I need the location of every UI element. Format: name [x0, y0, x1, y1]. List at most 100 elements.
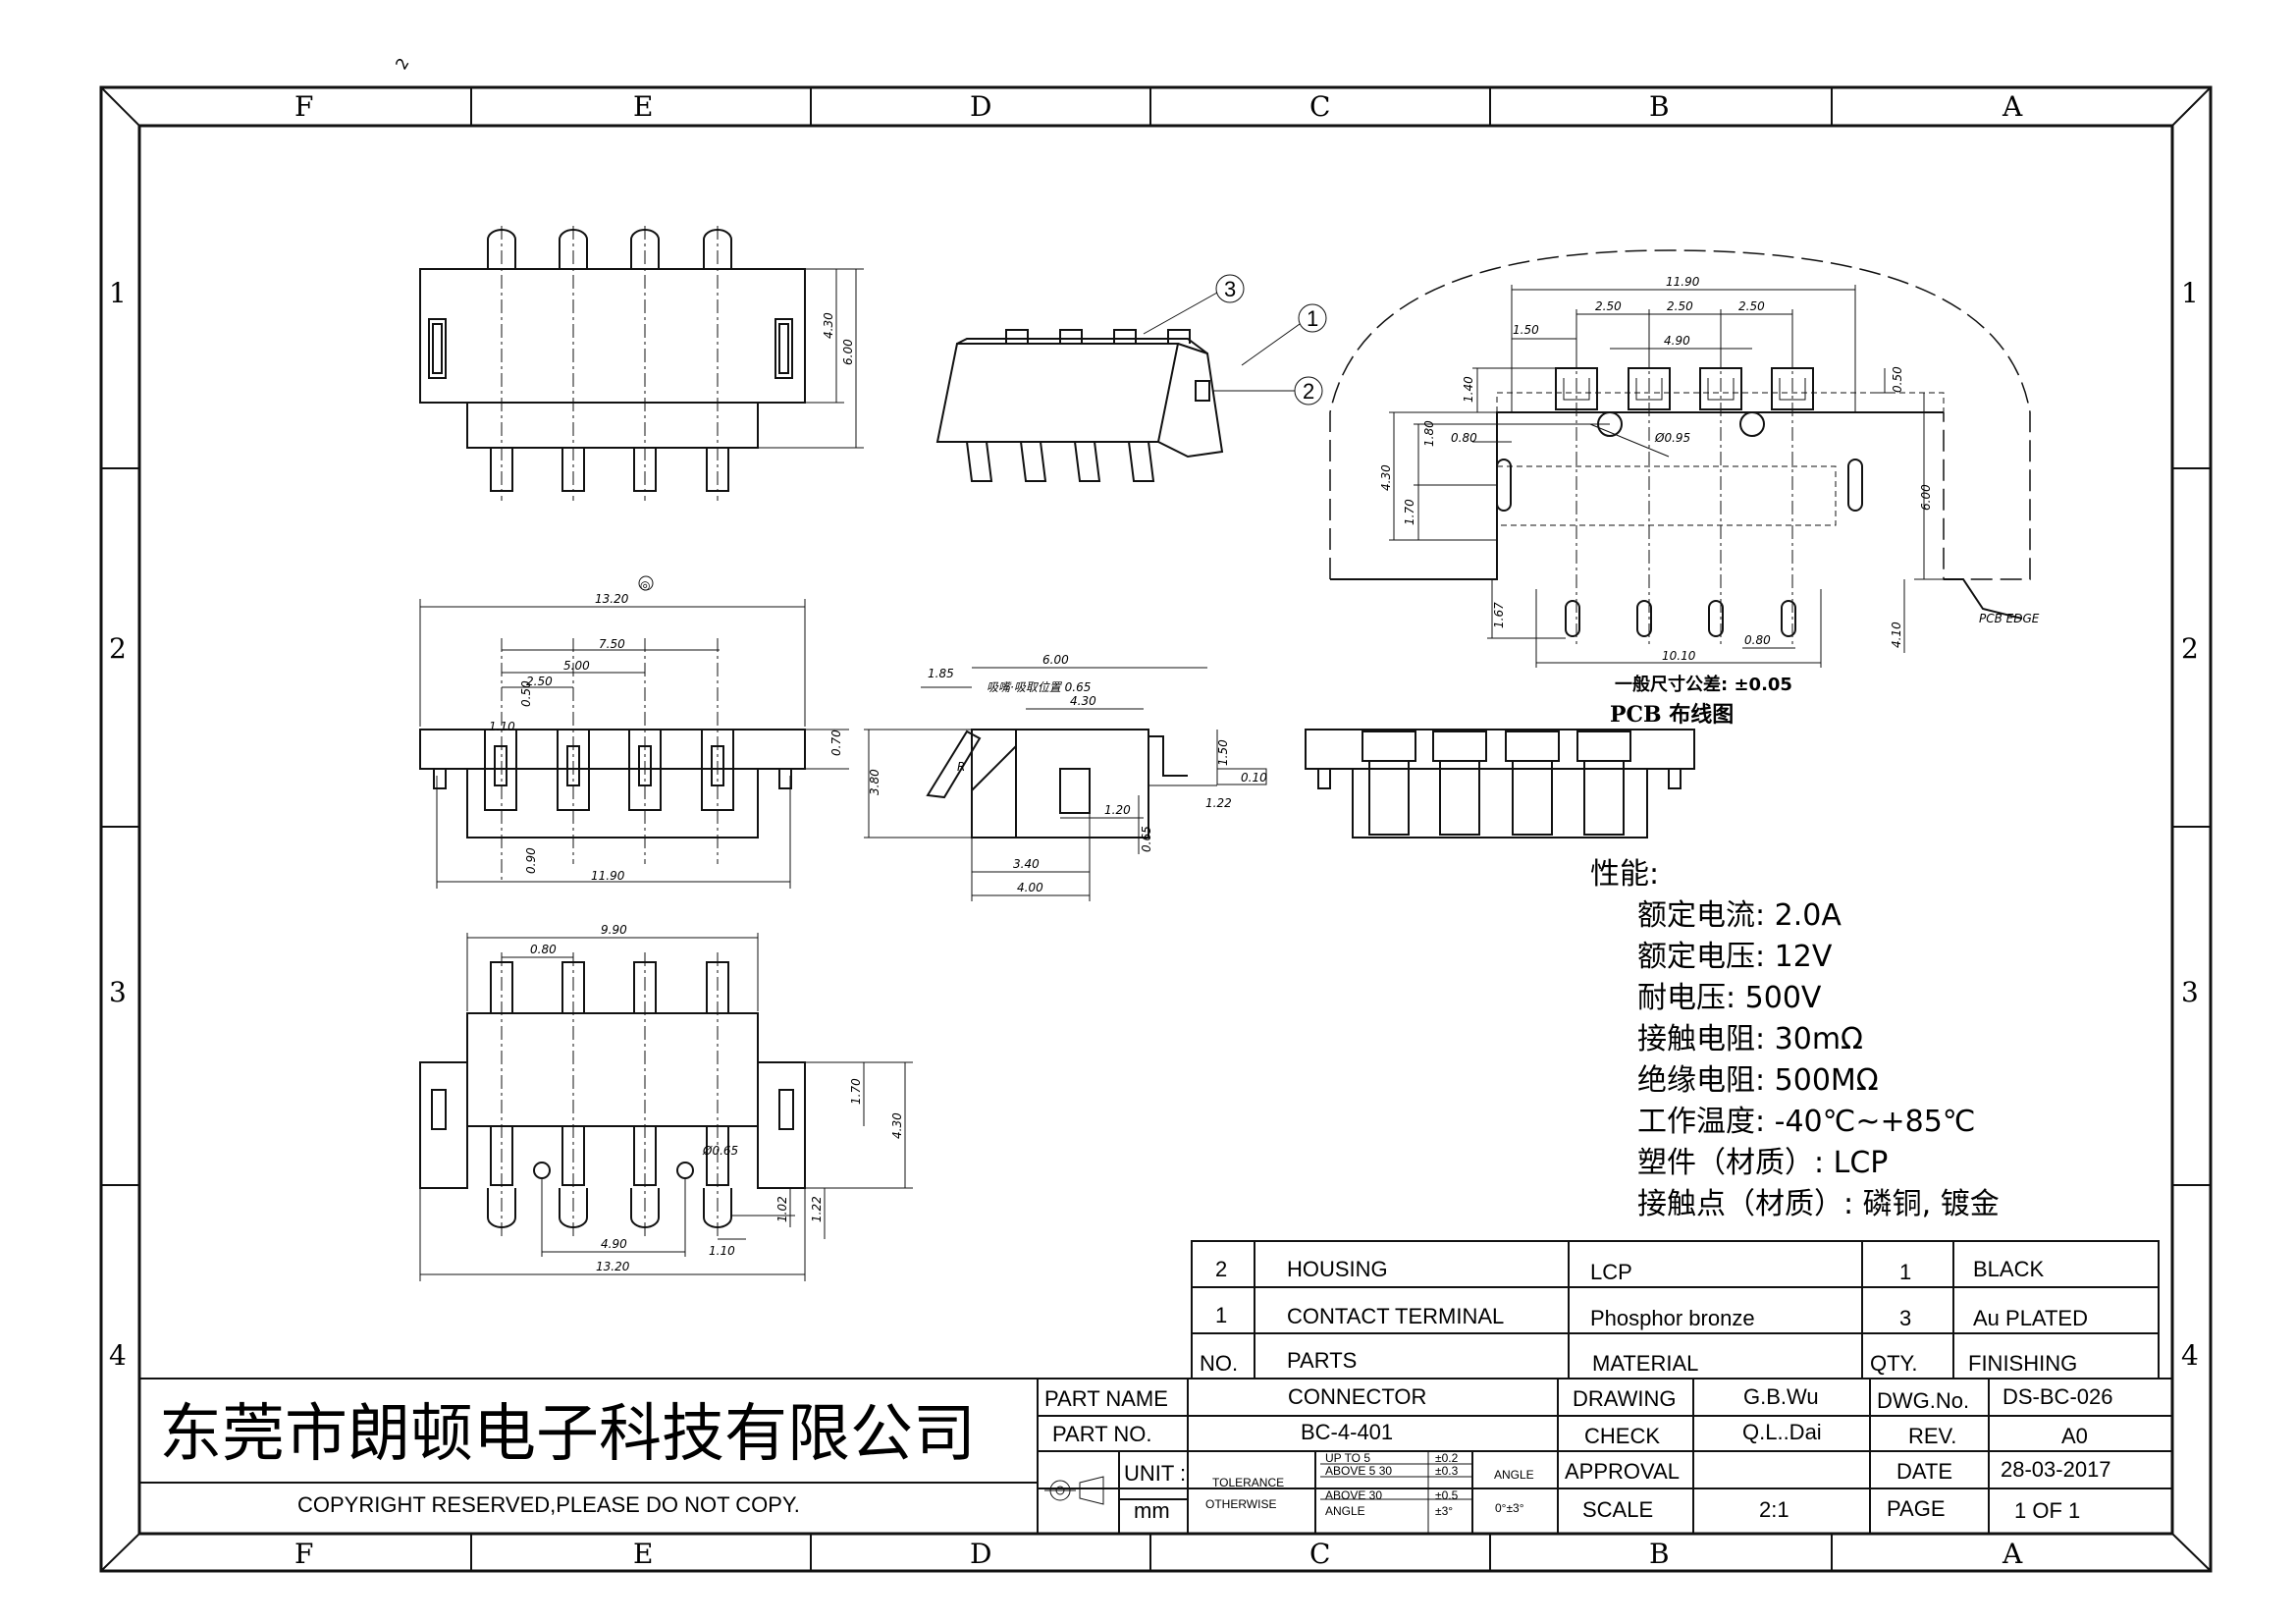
dim-side-185: 1.85 — [928, 667, 954, 680]
bom-header-part: PARTS — [1287, 1348, 1357, 1373]
zone-row-1-right: 1 — [2181, 277, 2199, 309]
dim-top-102: 1.02 — [775, 1196, 789, 1222]
unit-label: UNIT : — [1124, 1461, 1186, 1486]
dim-bottom-110: 1.10 — [489, 720, 515, 733]
dim-bottom-750: 7.50 — [599, 637, 625, 651]
tol-range-1: UP TO 5 — [1325, 1451, 1370, 1465]
drawing-name: G.B.Wu — [1743, 1384, 1819, 1409]
spec-line: 塑件（材质）: LCP — [1637, 1146, 1888, 1180]
dim-pcb-410: 4.10 — [1890, 622, 1903, 648]
angle-value: 0°±3° — [1495, 1501, 1524, 1515]
datum-symbol: ◎ — [640, 578, 650, 592]
zone-col-b-top: B — [1649, 90, 1670, 123]
part-name-label: PART NAME — [1044, 1386, 1168, 1411]
pcb-layout — [1329, 249, 2031, 668]
bom-row2-finish: Au PLATED — [1973, 1306, 2088, 1330]
inner-frame — [137, 124, 2174, 1536]
zone-col-a-bottom: A — [2002, 1538, 2023, 1570]
dim-side-150: 1.50 — [1216, 739, 1230, 766]
spec-line: 绝缘电阻: 500MΩ — [1637, 1063, 1879, 1098]
dim-top-080: 0.80 — [530, 943, 557, 956]
bom-header-material: MATERIAL — [1592, 1351, 1698, 1376]
dim-bottom-250: 2.50 — [526, 675, 553, 688]
tol-val-4: ±3° — [1435, 1504, 1453, 1518]
dim-top-065: Ø0.65 — [702, 1144, 738, 1158]
dim-pcb-167: 1.67 — [1492, 602, 1506, 628]
tolerance-label: TOLERANCE — [1212, 1476, 1284, 1489]
tolerance-note: 一般尺寸公差: ±0.05 — [1615, 674, 1792, 695]
zone-row-2-right: 2 — [2181, 632, 2199, 665]
tol-range-2: ABOVE 5 30 — [1325, 1464, 1392, 1478]
end-view — [1305, 729, 1695, 839]
dim-side-400: 4.00 — [1017, 881, 1043, 894]
dim-side-065: 0.65 — [1140, 826, 1153, 852]
bom-header-no: NO. — [1200, 1351, 1238, 1376]
dim-pcb-080b: 0.80 — [1744, 633, 1771, 647]
title-block — [138, 1378, 2173, 1535]
dim-pcb-pitch1: 2.50 — [1595, 299, 1622, 313]
company-name: 东莞市朗顿电子科技有限公司 — [159, 1398, 976, 1471]
zone-col-f-bottom: F — [294, 1538, 313, 1570]
dim-bottom-1190: 11.90 — [591, 869, 625, 883]
dim-pcb-080: 0.80 — [1451, 431, 1477, 445]
dim-pcb-150: 1.50 — [1513, 323, 1539, 337]
dim-pcb-600: 6.00 — [1919, 484, 1933, 511]
otherwise-label: OTHERWISE — [1205, 1497, 1276, 1511]
dim-pcb-490: 4.90 — [1664, 334, 1690, 348]
zone-row-3-left: 3 — [109, 976, 127, 1008]
pcb-title: PCB 布线图 — [1610, 702, 1734, 728]
dim-side-380: 3.80 — [868, 769, 881, 795]
zone-col-e-bottom: E — [633, 1538, 653, 1570]
tol-range-4: ANGLE — [1325, 1504, 1365, 1518]
dim-top-430: 4.30 — [890, 1112, 904, 1139]
zone-col-f-top: F — [294, 90, 313, 123]
spec-line: 额定电流: 2.0A — [1637, 898, 1842, 933]
zone-col-d-bottom: D — [970, 1538, 991, 1570]
dim-pcb-180: 1.80 — [1422, 420, 1436, 447]
spec-line: 接触电阻: 30mΩ — [1637, 1022, 1863, 1056]
zone-row-4-right: 4 — [2181, 1339, 2199, 1372]
zone-col-e-top: E — [633, 90, 653, 123]
zone-col-c-top: C — [1309, 90, 1330, 123]
dim-side-120: 1.20 — [1104, 803, 1131, 817]
balloon-2: 2 — [1303, 379, 1314, 404]
tol-val-3: ±0.5 — [1435, 1488, 1459, 1502]
dim-top-1320: 13.20 — [596, 1260, 630, 1273]
zone-row-3-right: 3 — [2181, 976, 2199, 1008]
copyright: COPYRIGHT RESERVED,PLEASE DO NOT COPY. — [297, 1492, 800, 1517]
page-value: 1 OF 1 — [2014, 1498, 2080, 1523]
angle-label: ANGLE — [1494, 1468, 1534, 1482]
zone-col-c-bottom: C — [1309, 1538, 1330, 1570]
drawing-label: DRAWING — [1573, 1386, 1677, 1411]
outer-frame — [99, 85, 2213, 1573]
check-name: Q.L..Dai — [1742, 1420, 1822, 1444]
bom-row2-no: 1 — [1215, 1303, 1227, 1327]
zone-labels: F E D C B A F E D C B A 1 2 3 4 1 2 3 4 — [109, 90, 2199, 1570]
dim-side-r: R — [957, 760, 965, 774]
dim-top-110: 1.10 — [709, 1244, 735, 1258]
bom-row2-part: CONTACT TERMINAL — [1287, 1304, 1504, 1328]
spec-line: 额定电压: 12V — [1637, 940, 1833, 974]
dim-pcb-edge: PCB EDGE — [1979, 612, 2040, 625]
dim-pcb-pitch2: 2.50 — [1667, 299, 1693, 313]
spec-line: 接触点（材质）: 磷铜, 镀金 — [1637, 1187, 2000, 1221]
front-view — [419, 226, 864, 501]
part-no-label: PART NO. — [1052, 1422, 1151, 1446]
zone-row-4-left: 4 — [109, 1339, 127, 1372]
date-label: DATE — [1896, 1459, 1952, 1484]
dim-top-122: 1.22 — [810, 1196, 824, 1222]
corner-mark: 2 — [392, 55, 413, 73]
dim-side-340: 3.40 — [1013, 857, 1040, 871]
dim-pcb-430: 4.30 — [1379, 464, 1393, 491]
part-name: CONNECTOR — [1288, 1384, 1426, 1409]
iso-view — [935, 274, 1327, 482]
rev-label: REV. — [1908, 1424, 1956, 1448]
dim-top-490: 4.90 — [601, 1237, 627, 1251]
bom-row1-part: HOUSING — [1287, 1257, 1388, 1281]
spec-line: 耐电压: 500V — [1637, 981, 1822, 1015]
bom-row1-no: 2 — [1215, 1257, 1227, 1281]
zone-col-b-bottom: B — [1649, 1538, 1670, 1570]
dim-top-170: 1.70 — [849, 1078, 863, 1105]
dim-pcb-050: 0.50 — [1891, 366, 1904, 393]
